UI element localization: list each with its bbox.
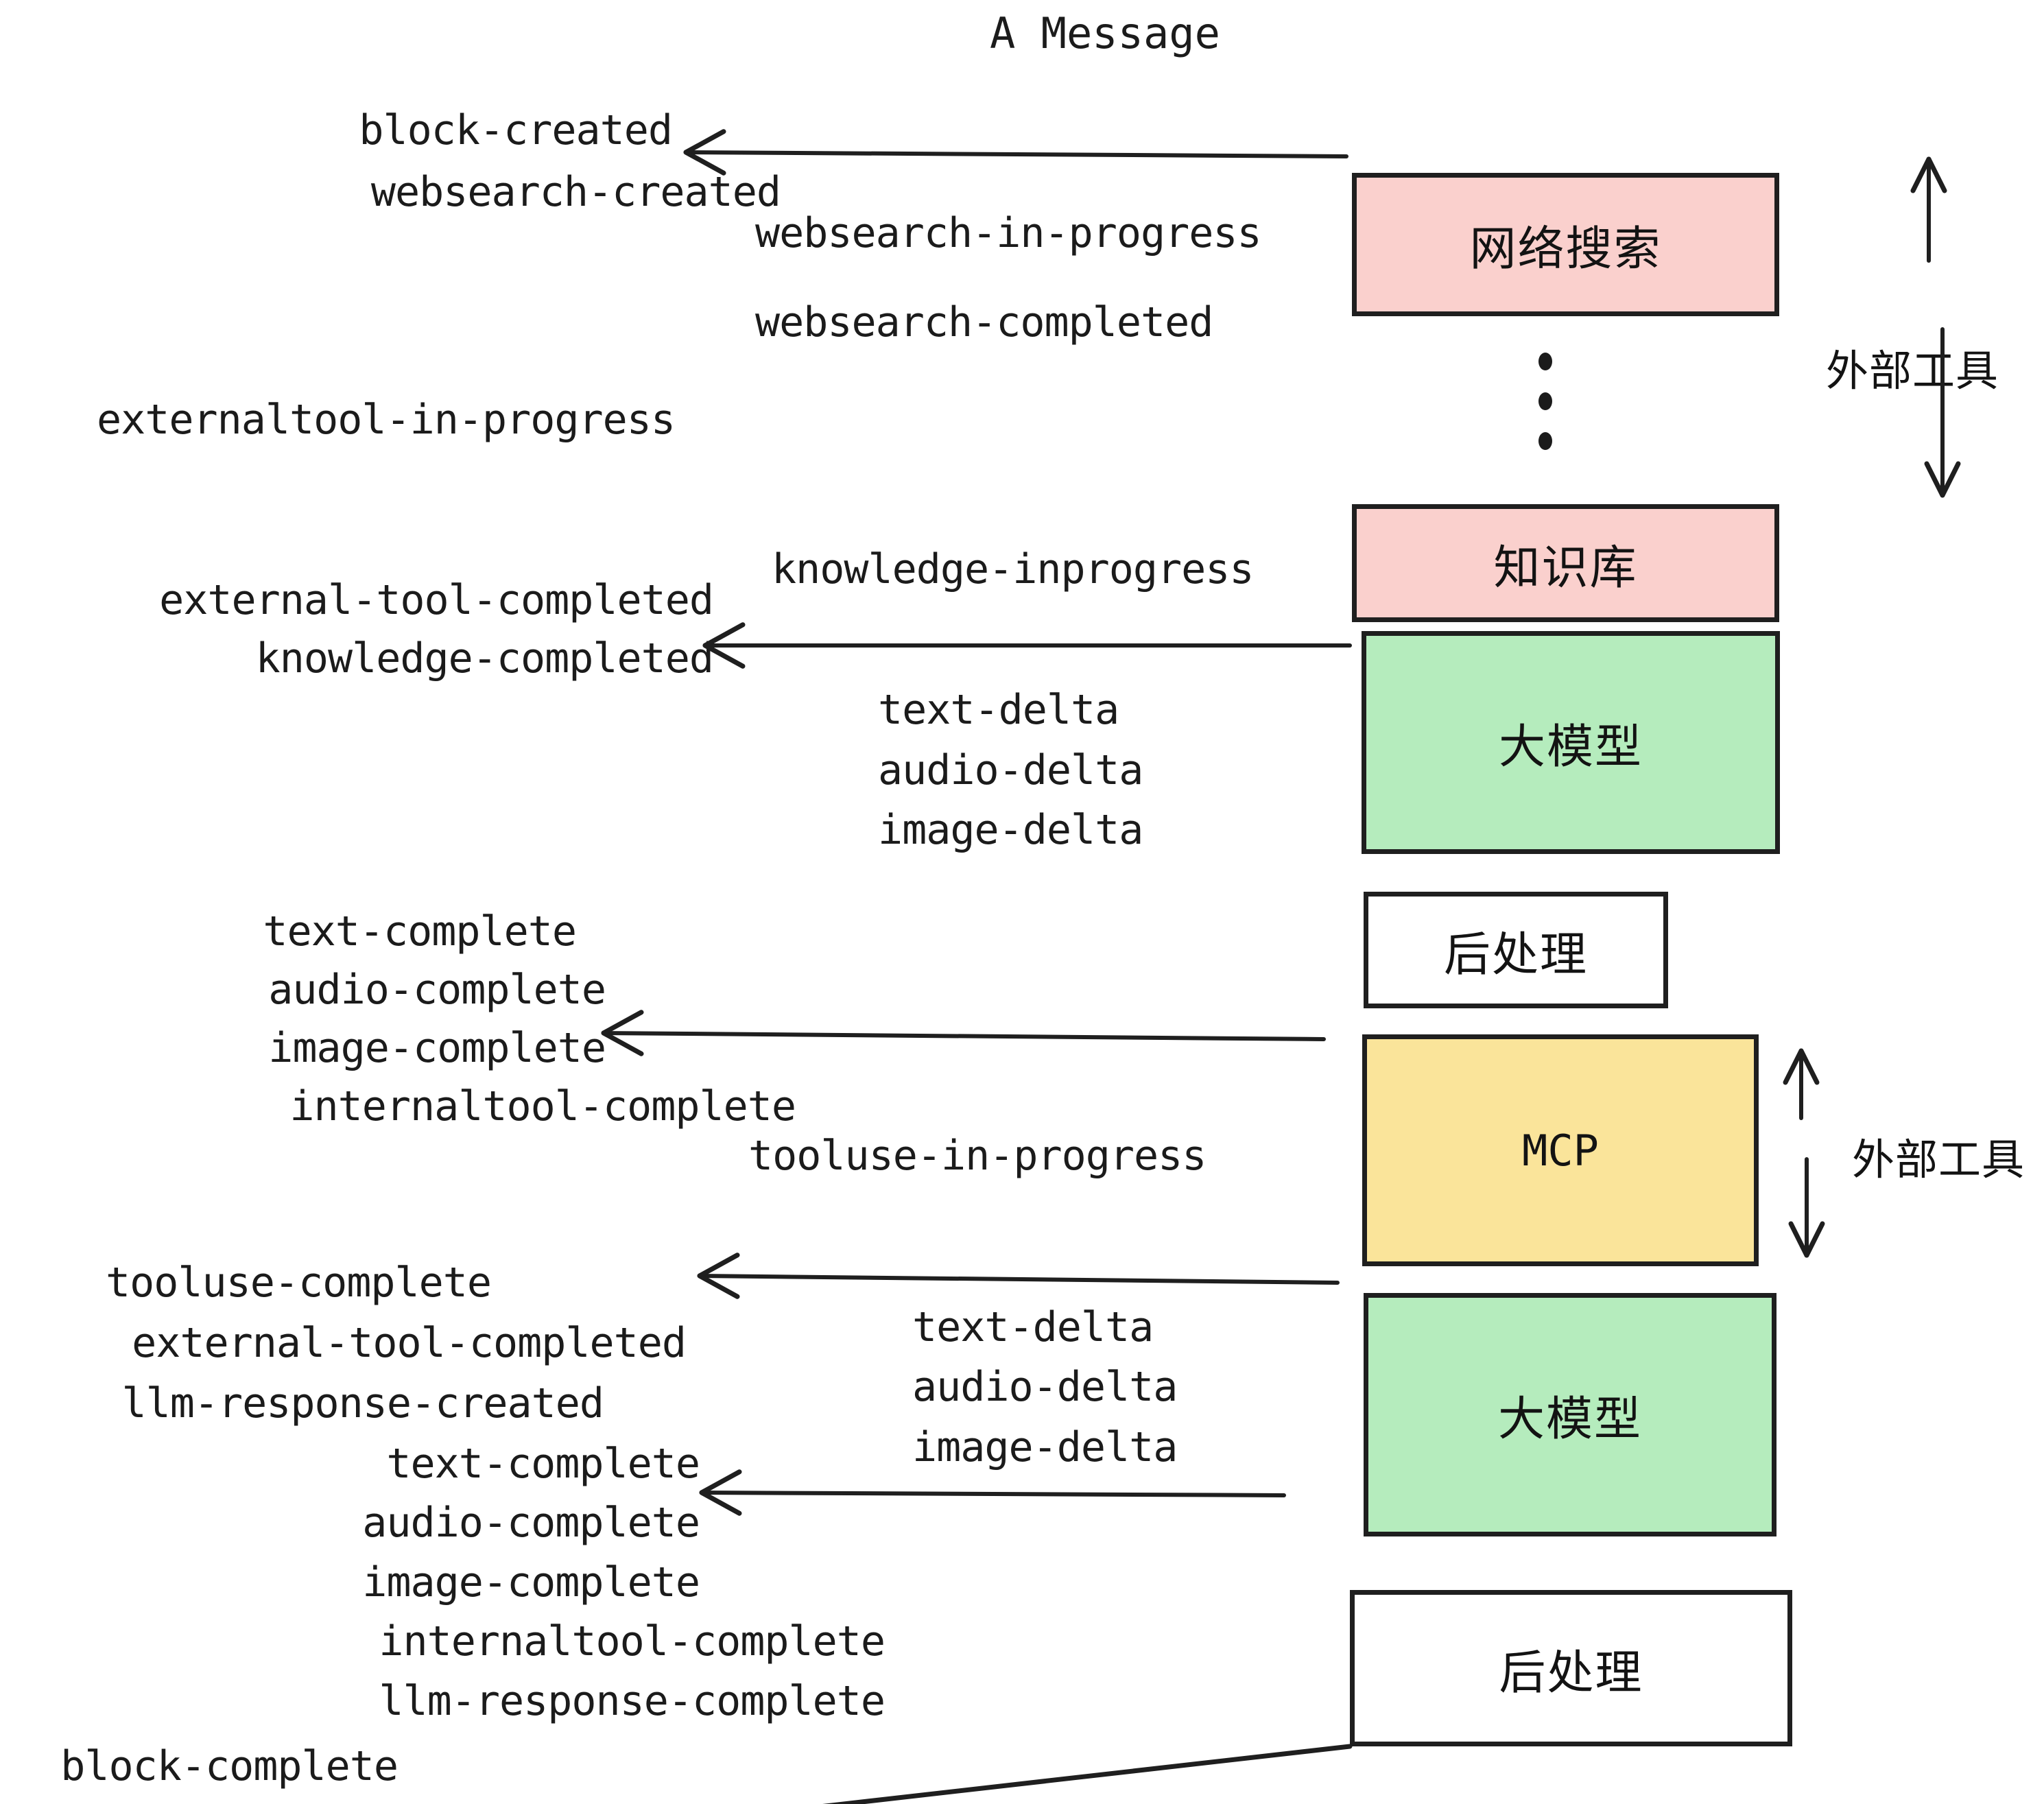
event-label: audio-complete bbox=[268, 966, 606, 1014]
event-label: knowledge-inprogress bbox=[772, 545, 1254, 593]
image-complete-arrow bbox=[601, 1010, 1326, 1056]
event-label: image-complete bbox=[362, 1558, 700, 1606]
ellipsis-dot-icon bbox=[1538, 392, 1552, 410]
event-label: text-delta bbox=[912, 1303, 1154, 1351]
ellipsis-dot-icon bbox=[1538, 432, 1552, 450]
box-mcp: MCP bbox=[1362, 1034, 1759, 1266]
block-created-arrow bbox=[683, 129, 1348, 176]
ellipsis-dot-icon bbox=[1538, 353, 1552, 370]
event-label: image-complete bbox=[268, 1024, 606, 1072]
event-label: audio-complete bbox=[362, 1499, 700, 1547]
event-label: websearch-in-progress bbox=[755, 209, 1262, 257]
event-label: tooluse-in-progress bbox=[748, 1132, 1207, 1180]
tooluse-complete-arrow bbox=[697, 1253, 1340, 1299]
event-label: websearch-created bbox=[370, 168, 781, 216]
event-label: knowledge-completed bbox=[255, 634, 714, 683]
external-tool-down-arrow-bottom bbox=[1788, 1157, 1825, 1258]
event-label: llm-response-created bbox=[121, 1379, 604, 1427]
event-label: internaltool-complete bbox=[289, 1082, 796, 1130]
knowledge-completed-arrow bbox=[702, 622, 1352, 669]
external-tool-annotation: 外部工具 bbox=[1826, 346, 1999, 396]
event-label: external-tool-completed bbox=[159, 576, 714, 624]
event-label: internaltool-complete bbox=[379, 1617, 886, 1665]
audio-complete-arrow bbox=[699, 1469, 1286, 1516]
event-label: image-delta bbox=[912, 1423, 1178, 1471]
external-tool-up-arrow-top bbox=[1910, 156, 1947, 263]
event-label: block-created bbox=[359, 106, 673, 154]
event-label: websearch-completed bbox=[755, 298, 1213, 346]
event-label: external-tool-completed bbox=[132, 1319, 687, 1367]
external-tool-up-arrow-bottom bbox=[1783, 1048, 1820, 1120]
event-label: image-delta bbox=[878, 806, 1143, 854]
box-postprocess-bottom: 后处理 bbox=[1350, 1590, 1792, 1746]
box-websearch: 网络搜索 bbox=[1352, 173, 1779, 316]
event-label: text-complete bbox=[386, 1440, 700, 1488]
event-label: audio-delta bbox=[912, 1363, 1178, 1411]
event-label: text-delta bbox=[878, 686, 1119, 734]
block-complete-arrow bbox=[822, 1744, 1353, 1804]
event-label: audio-delta bbox=[878, 746, 1143, 794]
event-label: text-complete bbox=[263, 907, 577, 956]
event-label: externaltool-in-progress bbox=[97, 396, 676, 444]
external-tool-annotation: 外部工具 bbox=[1852, 1135, 2025, 1185]
box-postprocess-top: 后处理 bbox=[1364, 892, 1668, 1008]
event-label: block-complete bbox=[60, 1742, 399, 1790]
page-title: A Message bbox=[990, 8, 1220, 58]
event-label: tooluse-complete bbox=[106, 1259, 492, 1307]
box-llm-bottom: 大模型 bbox=[1364, 1293, 1776, 1536]
box-llm-top: 大模型 bbox=[1362, 631, 1780, 854]
event-label: llm-response-complete bbox=[379, 1677, 886, 1725]
box-knowledge: 知识库 bbox=[1352, 504, 1779, 622]
